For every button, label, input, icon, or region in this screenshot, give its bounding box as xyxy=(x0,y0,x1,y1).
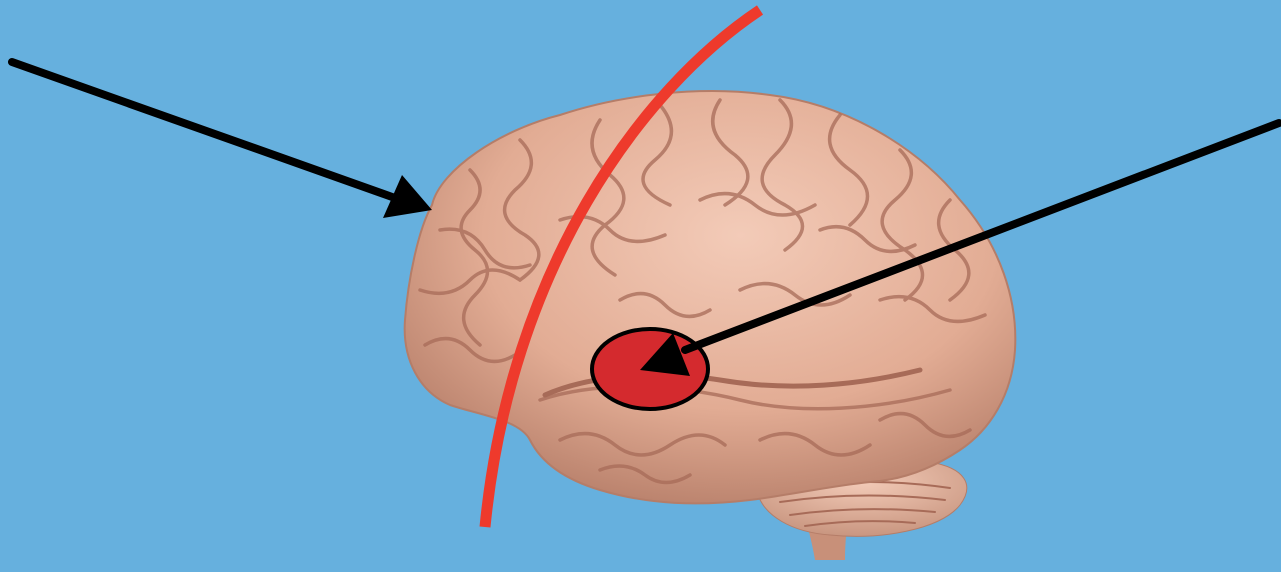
illustration xyxy=(0,0,1281,572)
scene xyxy=(0,0,1281,572)
